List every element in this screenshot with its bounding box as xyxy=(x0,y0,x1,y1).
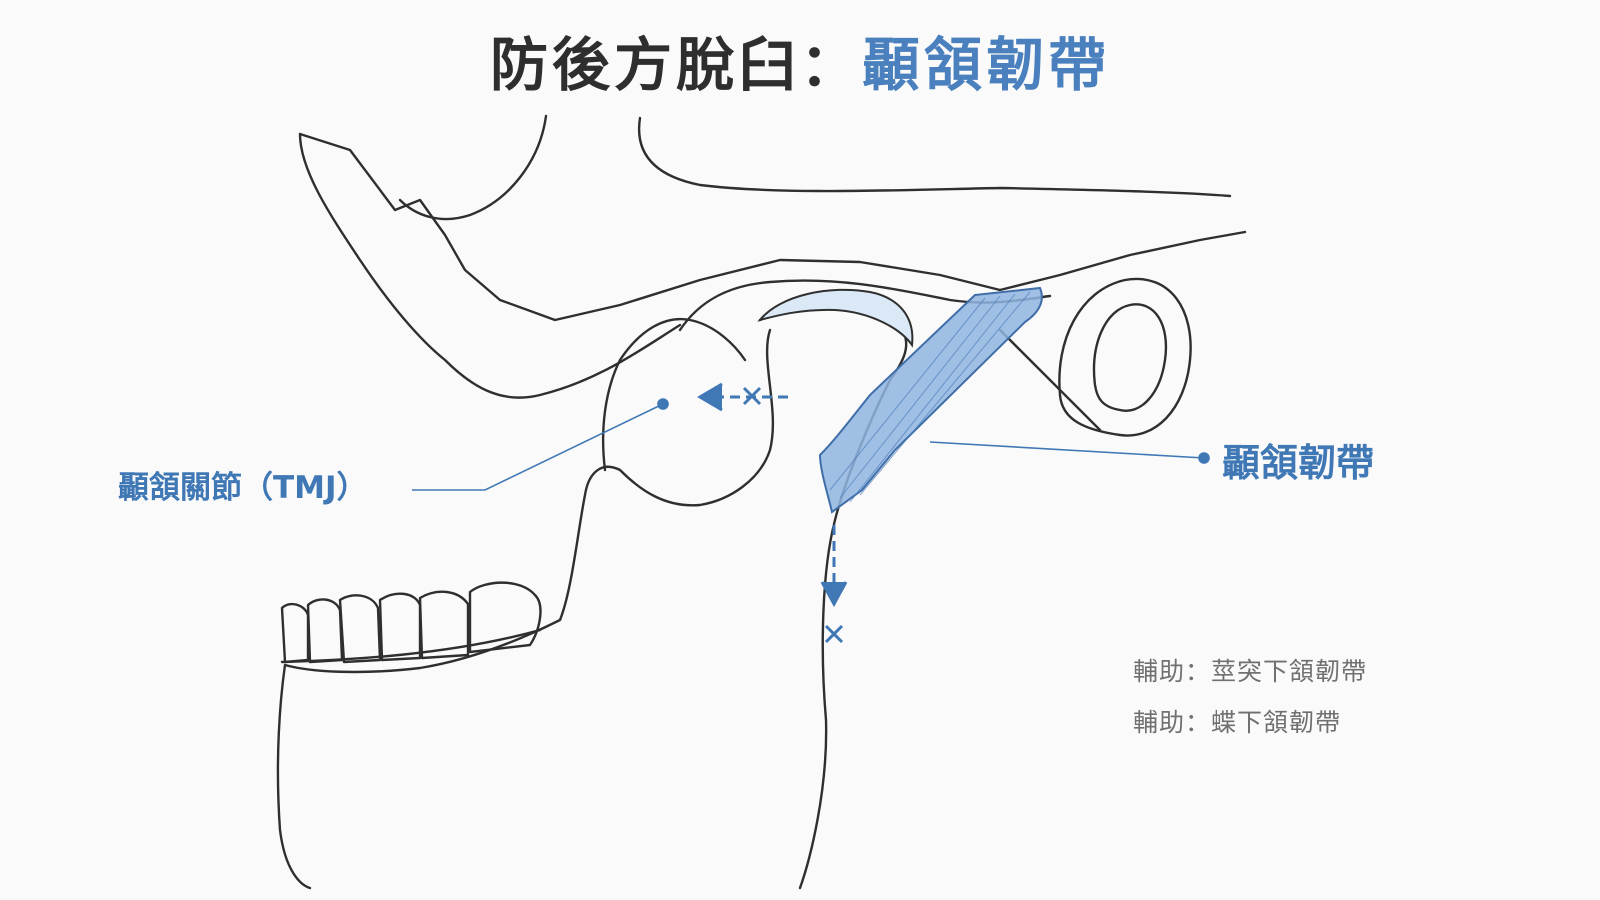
mandible-outline xyxy=(276,303,908,890)
skull-drawing xyxy=(276,114,1247,890)
gum-line xyxy=(280,628,542,664)
ligament-label: 顳頷韌帶 xyxy=(1222,441,1375,485)
zygomatic-lower xyxy=(298,132,682,399)
ear-ring-outer xyxy=(1058,277,1192,437)
articular-disc xyxy=(757,288,914,348)
title-main: 防後方脫臼： xyxy=(489,31,862,99)
tooth-2 xyxy=(306,598,344,664)
tooth-1 xyxy=(280,602,310,664)
page-title: 防後方脫臼：顳頷韌帶 xyxy=(0,18,1600,102)
tmj-label: 顳頷關節（TMJ） xyxy=(118,470,368,506)
ear-ring-inner xyxy=(1092,303,1168,412)
tooth-4 xyxy=(378,592,422,662)
tooth-3 xyxy=(338,594,382,664)
zygomatic-outline xyxy=(298,132,1247,322)
note-sphenomandibular: 輔助：蝶下頷韌帶 xyxy=(1133,708,1342,737)
skull-upper-curve xyxy=(398,114,548,221)
posterior-block-arrow xyxy=(697,382,788,412)
note-stylomandibular: 輔助：莖突下頷韌帶 xyxy=(1133,657,1368,686)
leader-lines xyxy=(412,398,1210,491)
coronoid-process xyxy=(601,317,747,472)
skull-top-right xyxy=(637,116,1232,198)
ligament-fibers xyxy=(829,291,1031,503)
tooth-6 xyxy=(468,581,542,654)
inferior-block-arrow xyxy=(820,525,848,644)
title-highlight: 顳頷韌帶 xyxy=(862,31,1111,99)
styloid-line xyxy=(998,328,1102,432)
